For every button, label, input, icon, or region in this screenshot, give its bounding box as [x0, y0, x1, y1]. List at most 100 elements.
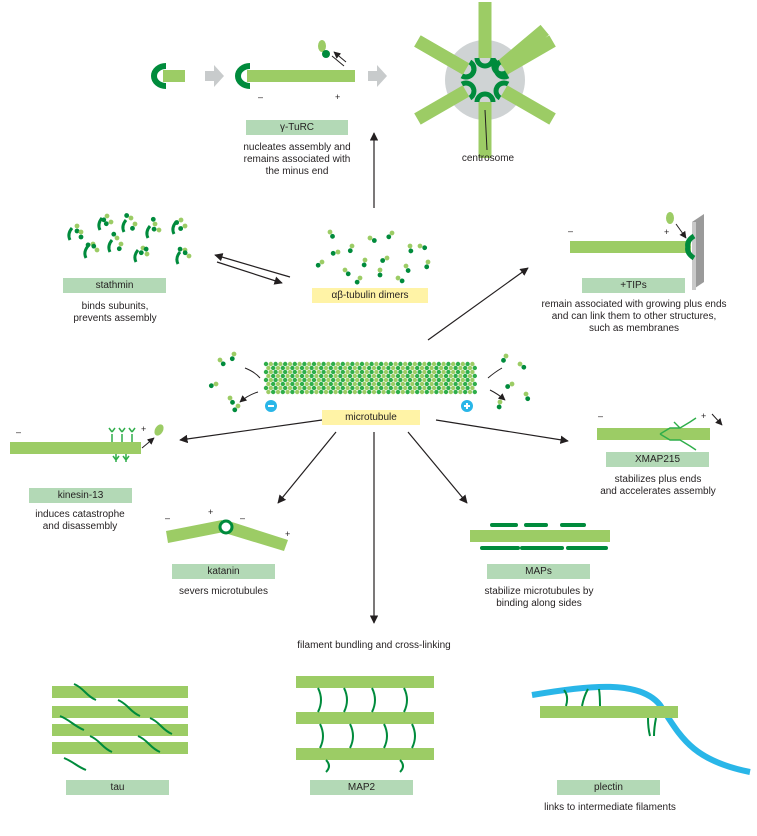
katanin-left-fragment	[166, 520, 224, 543]
lattice-subunit	[441, 385, 446, 391]
lattice-subunit	[465, 361, 470, 367]
arrow-to-tips	[427, 267, 529, 341]
lattice-subunit	[275, 389, 281, 395]
aster-gamma-turc	[460, 80, 477, 101]
lattice-subunit	[350, 385, 355, 391]
lattice-subunit	[463, 365, 468, 371]
lattice-subunit	[381, 365, 386, 371]
alpha-tubulin	[128, 215, 134, 221]
tips-desc-line-2: and can link them to other structures,	[551, 311, 717, 322]
map-binder	[480, 546, 520, 550]
lattice-subunit	[333, 389, 338, 395]
tubulin-dimer	[111, 231, 120, 241]
lattice-subunit	[290, 389, 295, 395]
stathmin-protein	[67, 227, 74, 241]
katanin-description: severs microtubules	[167, 586, 280, 598]
lattice-subunit	[338, 373, 343, 379]
lattice-subunit	[352, 381, 357, 387]
tau-crosslink	[89, 735, 113, 753]
alpha-tubulin	[182, 223, 188, 229]
lattice-subunit	[278, 377, 283, 383]
tubulin-dimer	[330, 249, 341, 256]
lattice-subunit	[367, 389, 372, 395]
tips-illustration	[570, 212, 704, 290]
beta-tubulin	[371, 238, 377, 243]
lattice-subunit	[333, 373, 338, 379]
lattice-subunit	[326, 385, 331, 391]
beta-tubulin	[78, 234, 84, 240]
lattice-subunit	[299, 381, 305, 387]
lattice-subunit	[429, 389, 434, 395]
beta-tubulin	[422, 245, 428, 251]
lattice-subunit	[453, 381, 458, 387]
stathmin-protein	[145, 225, 152, 239]
alpha-tubulin	[417, 243, 423, 249]
lattice-subunit	[446, 361, 451, 367]
lattice-subunit	[297, 385, 302, 391]
lattice-subunit	[439, 373, 444, 379]
tips-label: +TIPs	[582, 278, 685, 293]
beta-tubulin	[177, 246, 183, 252]
lattice-subunit	[285, 381, 290, 387]
tubulin-dimer	[342, 267, 351, 277]
gtubc-description: nucleates assembly and remains associate…	[236, 142, 358, 178]
kinesin13-desc-line-1: induces catastrophe	[35, 509, 125, 520]
gamma-turc-nucleation-sequence	[151, 40, 387, 89]
map-binder	[566, 546, 608, 550]
lattice-subunit	[311, 385, 317, 391]
xmap215-dimer-arrow	[711, 413, 723, 426]
tubulin-dimer	[354, 275, 363, 285]
gtubc-desc-line-2: remains associated with	[243, 154, 351, 165]
tubulin-dimer	[103, 219, 114, 227]
lattice-subunit	[335, 385, 341, 391]
map2-crosslink	[411, 723, 416, 749]
alpha-tubulin	[523, 391, 529, 397]
lattice-subunit	[379, 361, 384, 367]
lattice-subunit	[304, 365, 309, 371]
gtubc-desc-line-1: nucleates assembly and	[243, 142, 351, 153]
kinesin13-description: induces catastrophe and disassembly	[20, 509, 140, 533]
lattice-subunit	[273, 369, 278, 375]
lattice-subunit	[283, 369, 288, 375]
tubulin-dimer	[116, 241, 124, 252]
lattice-subunit	[287, 361, 293, 367]
lattice-subunit	[287, 377, 293, 383]
lattice-subunit	[374, 377, 379, 383]
lattice-subunit	[364, 369, 369, 375]
aster-gamma-turc	[493, 59, 510, 80]
lattice-subunit	[335, 377, 341, 383]
lattice-subunit	[446, 377, 451, 383]
lattice-subunit	[443, 373, 449, 379]
lattice-subunit	[314, 389, 319, 395]
alpha-tubulin	[217, 357, 223, 363]
aster-gamma-turc	[474, 91, 496, 103]
stathmin-protein	[133, 249, 140, 263]
lattice-subunit	[340, 361, 345, 367]
tips-minus-sign: –	[568, 226, 574, 236]
lattice-subunit	[331, 385, 336, 391]
lattice-subunit	[357, 381, 362, 387]
tips-plus-sign: +	[664, 227, 670, 237]
lattice-subunit	[299, 365, 305, 371]
lattice-subunit	[328, 365, 333, 371]
lattice-subunit	[321, 377, 326, 383]
lattice-subunit	[424, 373, 429, 379]
map2-crosslink	[399, 759, 404, 773]
alpha-tubulin	[74, 223, 80, 229]
tubulin-dimer	[395, 275, 405, 284]
lattice-subunit	[431, 369, 437, 375]
pathway-arrows	[179, 132, 569, 624]
lattice-subunit	[448, 365, 453, 371]
lattice-subunit	[455, 369, 461, 375]
lattice-subunit	[347, 373, 353, 379]
lattice-subunit	[321, 385, 326, 391]
lattice-subunit	[383, 361, 389, 367]
lattice-subunit	[343, 381, 348, 387]
lattice-subunit	[448, 381, 453, 387]
lattice-subunit	[302, 361, 307, 367]
lattice-subunit	[405, 373, 410, 379]
lattice-subunit	[458, 365, 463, 371]
kinesin13-release-arrow	[141, 437, 155, 449]
lattice-subunit	[458, 389, 463, 395]
